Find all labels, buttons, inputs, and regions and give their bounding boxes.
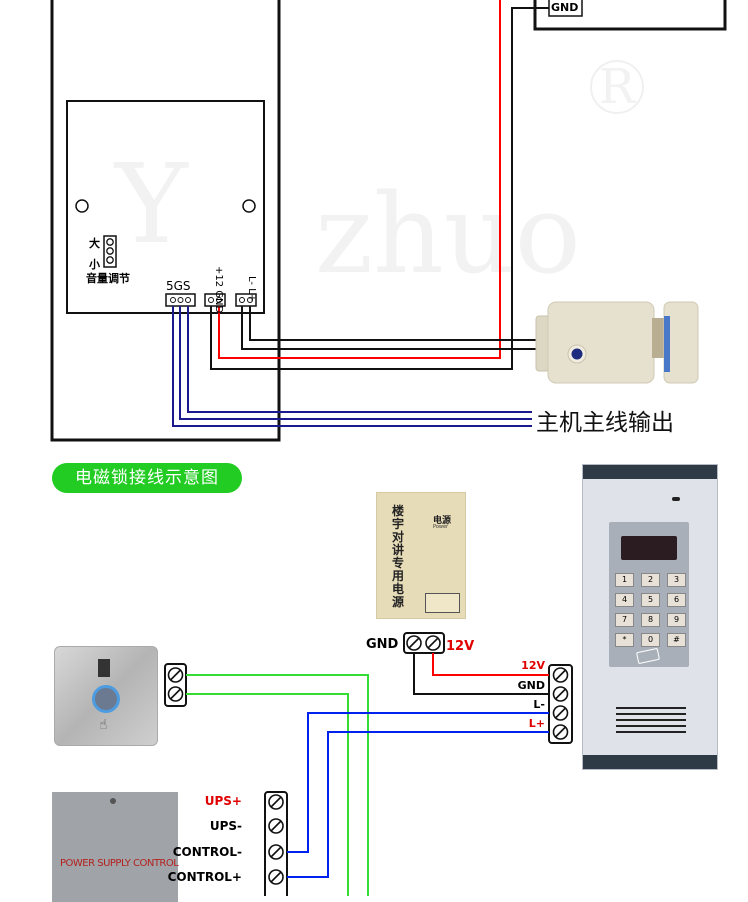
button-terminal-block [164,663,187,707]
panel-terminal-block [548,664,573,744]
top-gnd-terminal [548,0,583,17]
wire-psu-12v [432,653,549,676]
power-unit: 楼宇对讲专用电源 电源 Power [376,492,466,619]
wire-bus-1 [187,306,532,413]
power-connector [204,293,226,307]
keypad-area: 1 2 3 4 5 6 7 8 9 * 0 # [609,522,689,667]
volume-jumper [103,235,117,268]
electric-lock [535,301,699,384]
panel-bottom-cap [583,755,717,769]
key-7[interactable]: 7 [615,613,634,627]
panel-led [672,497,680,501]
panel-top-cap [583,465,717,479]
panel-label-12v: 12V [521,659,545,672]
key-4[interactable]: 4 [615,593,634,607]
watermark: Y [115,140,188,268]
power-unit-spec-label [425,593,460,613]
key-9[interactable]: 9 [667,613,686,627]
power-unit-brand: 电源 [433,516,452,526]
exit-button-plate: ☝ [54,646,158,746]
mount-hole-left [75,199,89,213]
control-label-ups-plus: UPS+ [204,794,242,808]
wire-l-plus [249,306,545,341]
door-icon [98,659,110,677]
psu-terminal-block [403,632,445,654]
panel-display [621,536,677,560]
control-label-ups-minus: UPS- [209,819,242,833]
intercom-panel: 1 2 3 4 5 6 7 8 9 * 0 # [582,464,718,770]
wire-bus-3 [172,306,532,427]
top-gnd-label: GND [551,1,579,14]
hand-icon: ☝ [99,717,108,733]
volume-high-label: 大 [89,237,100,250]
keypad-grid: 1 2 3 4 5 6 7 8 9 * 0 # [615,573,686,647]
host-board [66,100,265,314]
output-label: 主机主线输出 [536,410,674,436]
wire-bus-2 [179,306,532,420]
key-3[interactable]: 3 [667,573,686,587]
control-label-control-plus: CONTROL+ [167,870,242,884]
bus-connector-label: 5GS [166,279,191,293]
panel-label-l-minus: L- [533,698,545,711]
psu-gnd-label: GND [366,637,399,652]
power-unit-title: 楼宇对讲专用电源 [392,504,405,609]
wire-gnd-black [210,7,549,370]
key-6[interactable]: 6 [667,593,686,607]
key-0[interactable]: 0 [641,633,660,647]
key-5[interactable]: 5 [641,593,660,607]
control-box: POWER SUPPLY CONTROL [52,792,179,902]
control-box-screw [110,798,116,804]
wire-12v-red [218,0,501,359]
key-star[interactable]: * [615,633,634,647]
key-1[interactable]: 1 [615,573,634,587]
speaker-grille [616,703,686,737]
host-outer-box [50,0,281,442]
section-badge: 电磁锁接线示意图 [52,463,242,493]
power-unit-brand-en: Power [433,524,449,530]
rfid-card-icon [635,647,661,665]
wire-l-minus [241,306,545,350]
mount-hole-right [242,199,256,213]
control-box-text: POWER SUPPLY CONTROL [60,858,179,869]
wire-l-plus-blue [287,731,549,878]
key-hash[interactable]: # [667,633,686,647]
key-8[interactable]: 8 [641,613,660,627]
wire-psu-gnd [413,653,549,695]
control-terminal-block [264,791,288,896]
panel-label-l-plus: L+ [528,717,545,730]
watermark-registered: R [590,60,644,114]
wire-l-minus-blue [287,712,549,853]
panel-label-gnd: GND [517,679,545,692]
lock-connector-label: L- L+ [246,276,257,303]
exit-button[interactable] [92,685,120,713]
power-connector-label: +12 GND [213,266,224,314]
wire-button-1 [186,674,369,896]
volume-caption: 音量调节 [86,272,130,285]
control-label-control-minus: CONTROL- [172,845,242,859]
watermark-zhuo: zhuo [315,170,581,298]
volume-low-label: 小 [89,258,100,271]
lock-connector [235,293,257,307]
wire-button-2 [186,693,349,896]
key-2[interactable]: 2 [641,573,660,587]
top-power-box [533,0,727,31]
psu-12v-label: 12V [446,639,475,654]
